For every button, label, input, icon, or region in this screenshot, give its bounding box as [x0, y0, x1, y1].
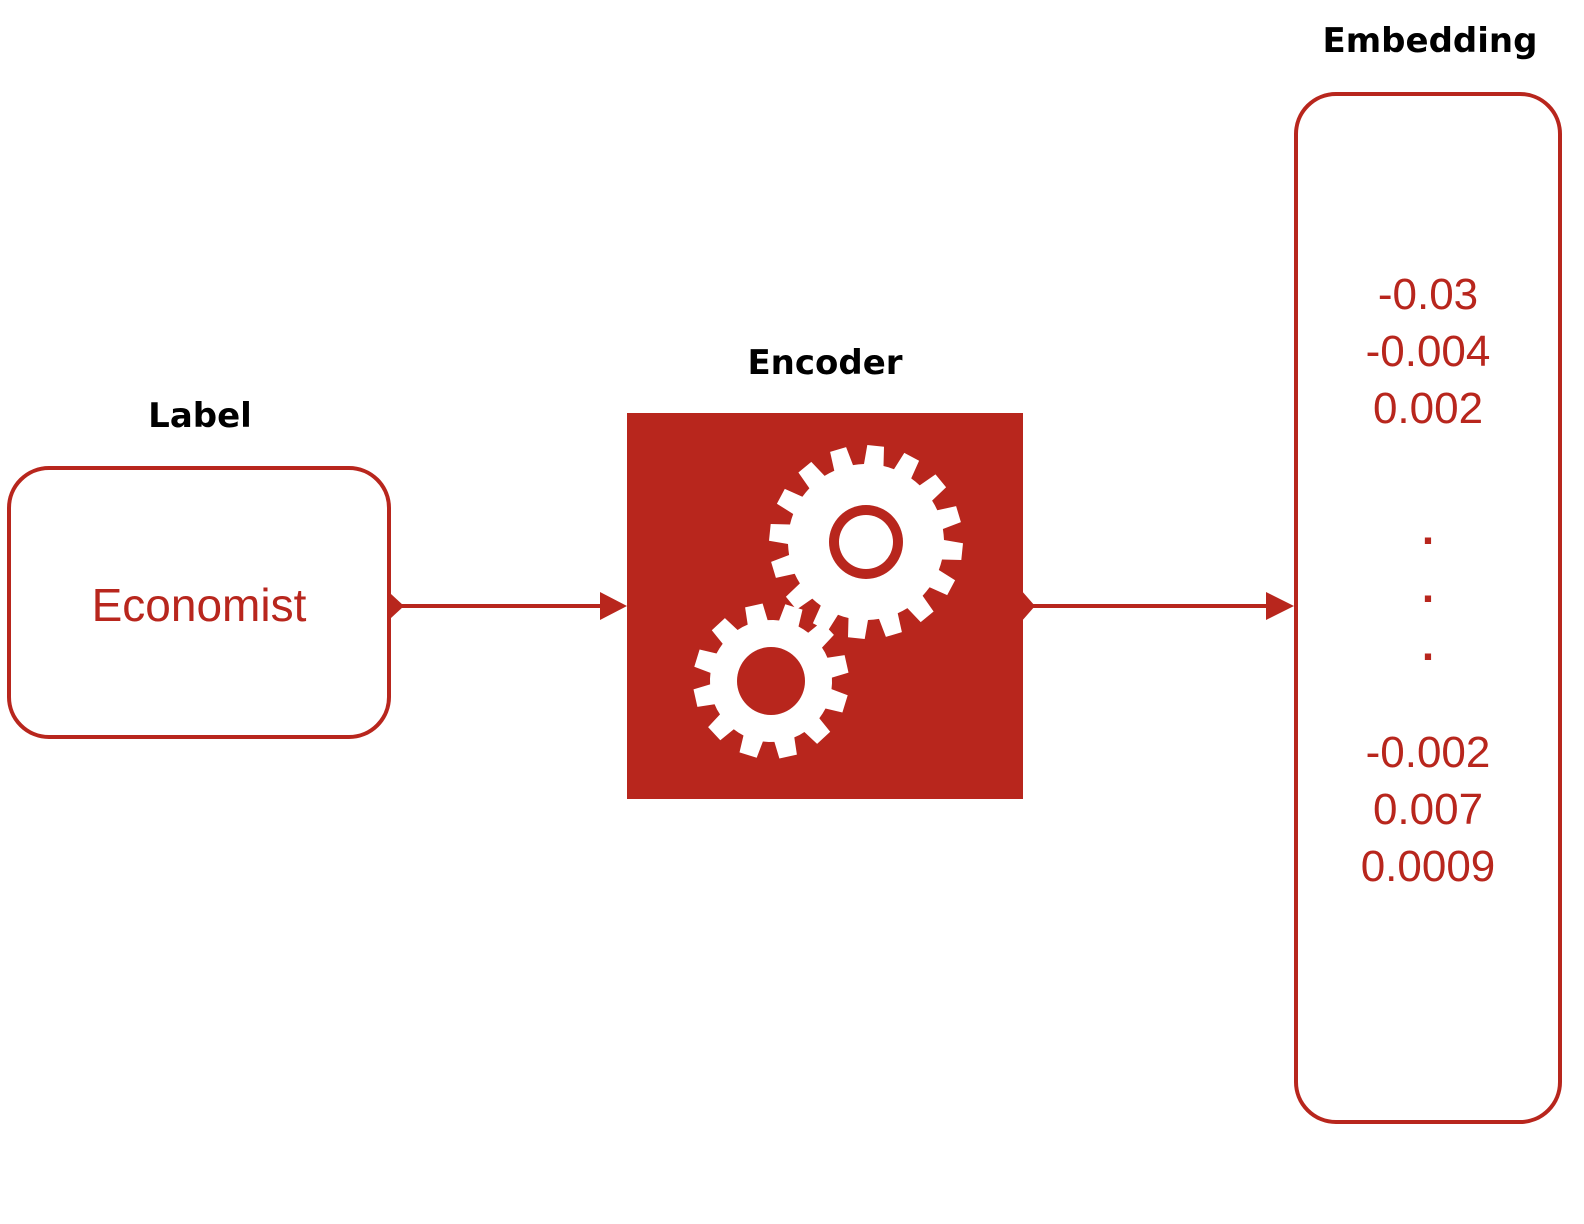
ellipsis-dot: . — [1421, 563, 1435, 612]
embedding-value: -0.002 — [1365, 728, 1491, 777]
embedding-bottom-values: -0.002 0.007 0.0009 — [1298, 724, 1558, 895]
small-gear-icon — [693, 603, 849, 759]
encoder-heading: Encoder — [747, 343, 903, 383]
embedding-value: 0.0009 — [1360, 842, 1496, 891]
embedding-value: 0.002 — [1372, 384, 1484, 433]
embedding-box: -0.03 -0.004 0.002 . . . -0.002 0.007 0.… — [1294, 92, 1562, 1124]
large-gear-icon — [769, 445, 963, 639]
label-heading: Label — [148, 396, 252, 436]
ellipsis-dot: . — [1421, 621, 1435, 670]
embedding-top-values: -0.03 -0.004 0.002 — [1298, 266, 1558, 437]
encoder-to-embedding-arrow — [1021, 590, 1294, 622]
encoder-block — [627, 413, 1023, 799]
ellipsis-dot: . — [1421, 505, 1435, 554]
embedding-value: 0.007 — [1372, 785, 1484, 834]
embedding-value: -0.004 — [1365, 327, 1491, 376]
embedding-heading: Embedding — [1322, 21, 1538, 61]
label-box: Economist — [7, 466, 391, 739]
label-to-encoder-arrow — [391, 592, 627, 620]
embedding-value: -0.03 — [1377, 270, 1479, 319]
gears-icon — [693, 445, 963, 759]
label-value: Economist — [91, 579, 307, 631]
